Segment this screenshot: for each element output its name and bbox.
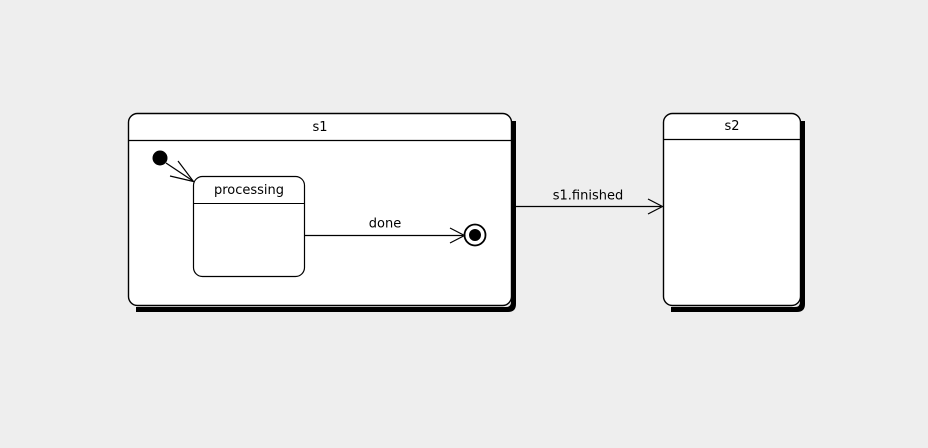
- state-s1-title: s1: [312, 120, 327, 135]
- transition-processing-to-final-label: done: [369, 217, 401, 232]
- state-processing-body: [192, 175, 306, 278]
- initial-state-dot: [152, 150, 168, 166]
- final-state-node[interactable]: [463, 223, 487, 247]
- state-s1[interactable]: s1: [127, 112, 517, 313]
- final-state-inner-dot: [469, 229, 481, 241]
- transition-s1-to-s2-label: s1.finished: [553, 189, 623, 204]
- final-state-outer-ring: [463, 223, 487, 247]
- transition-initial-to-processing-line: [165, 162, 194, 182]
- state-s2[interactable]: s2: [662, 112, 806, 313]
- initial-state-node[interactable]: [152, 150, 168, 166]
- transition-s1-to-s2-arrowhead: [647, 198, 664, 215]
- state-s1-body: [127, 112, 513, 307]
- state-processing[interactable]: processing: [192, 175, 306, 278]
- transition-initial-to-processing[interactable]: [165, 160, 195, 183]
- state-s2-title: s2: [724, 119, 739, 134]
- transition-s1-to-s2[interactable]: s1.finished: [516, 189, 664, 215]
- transition-initial-to-processing-arrowhead: [169, 160, 195, 183]
- state-s2-body: [662, 112, 802, 307]
- state-processing-title: processing: [214, 183, 284, 198]
